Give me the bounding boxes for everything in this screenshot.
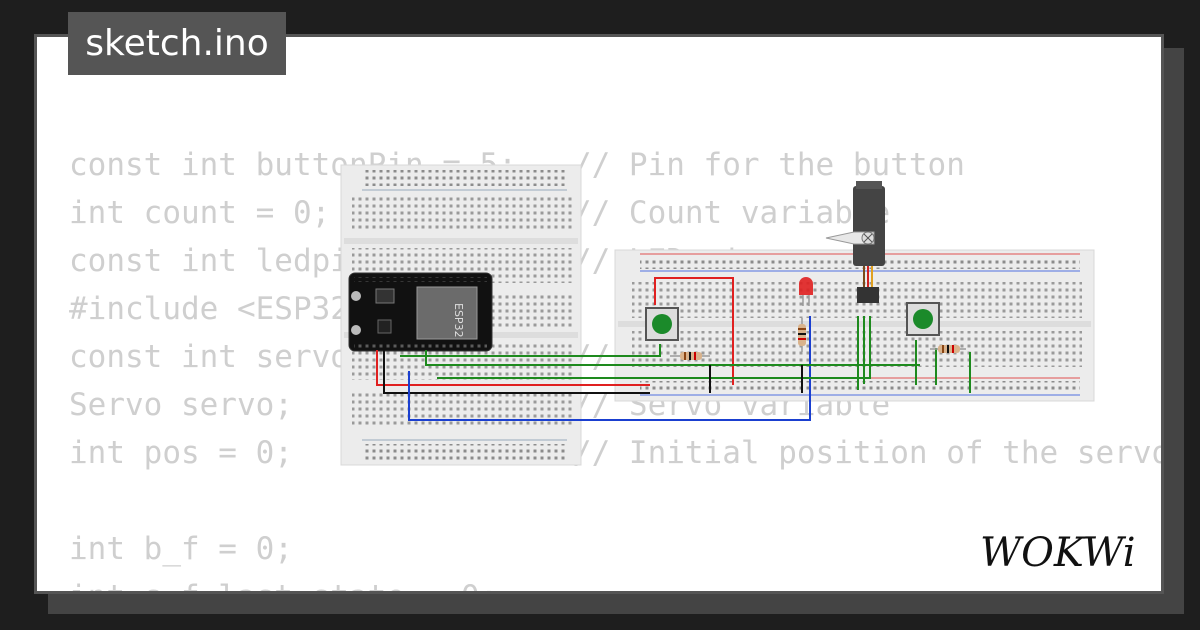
esp32-board: ESP32 — [348, 272, 493, 352]
red-led — [799, 277, 813, 306]
push-button-left — [645, 307, 679, 341]
code-line: const int buttonPin = 5; // Pin for the … — [69, 147, 965, 183]
wires — [376, 277, 971, 421]
esp32-label: ESP32 — [452, 303, 465, 338]
code-line: int b_f = 0; — [69, 531, 293, 567]
resistor-led — [798, 318, 806, 352]
breadboard-right — [614, 249, 1095, 402]
resistor-right — [930, 345, 966, 353]
code-line: int pos = 0; // Initial position of the … — [69, 435, 1164, 471]
servo-motor — [825, 181, 885, 303]
resistor-left — [670, 352, 710, 360]
code-line: int s_f_last_state = 0; — [69, 573, 1161, 591]
file-title: sketch.ino — [68, 12, 286, 75]
wokwi-logo-text: WOKWi — [980, 530, 1136, 576]
wokwi-logo: WOKWi — [980, 530, 1136, 576]
push-button-right — [906, 302, 940, 336]
